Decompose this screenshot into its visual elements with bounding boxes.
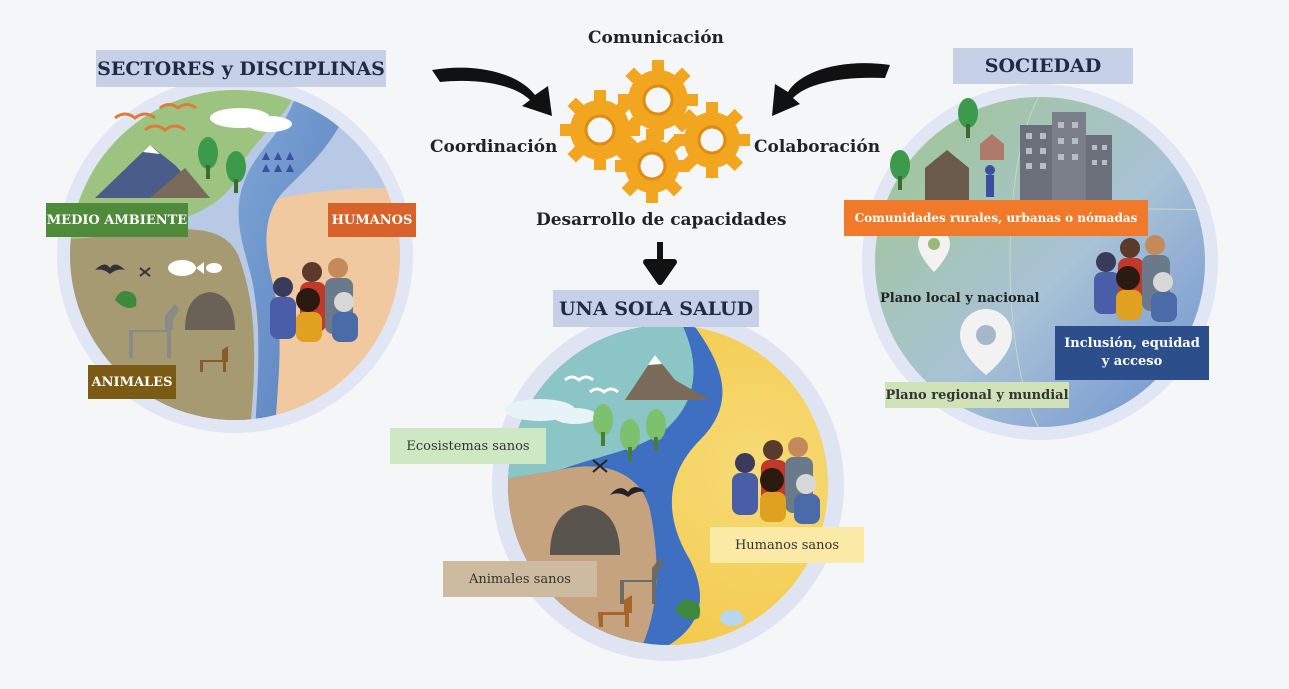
- location-pin-icon: [960, 309, 1012, 375]
- bird-icon: [564, 375, 594, 382]
- tree-icon: [198, 137, 246, 193]
- local-plane-label: Plano local y nacional: [880, 291, 1040, 306]
- coordination-label: Coordinación: [430, 137, 558, 157]
- humans-label: HUMANOS: [328, 203, 416, 237]
- dog-icon: [200, 346, 228, 372]
- society-title: SOCIEDAD: [953, 48, 1133, 84]
- people-icon: [270, 258, 358, 342]
- plant-icon: [262, 152, 294, 172]
- dog-icon: [598, 595, 632, 627]
- regional-plane-label: Plano regional y mundial: [885, 382, 1069, 408]
- healthy-ecosystems-label: Ecosistemas sanos: [390, 428, 546, 464]
- gears-icon: [560, 60, 750, 203]
- healthy-humans-label: Humanos sanos: [710, 527, 864, 563]
- left-circle: [57, 77, 413, 433]
- arrow-down-icon: [643, 242, 677, 285]
- tree-icon: [958, 98, 978, 128]
- communities-label: Comunidades rurales, urbanas o nómadas: [844, 200, 1148, 236]
- one-health-title: UNA SOLA SALUD: [553, 290, 759, 327]
- capacity-label: Desarrollo de capacidades: [536, 210, 787, 230]
- collaboration-label: Colaboración: [754, 137, 881, 157]
- chicken-icon: [675, 599, 701, 620]
- fish-icon: [168, 260, 196, 276]
- people-icon: [732, 437, 820, 524]
- healthy-animals-label: Animales sanos: [443, 561, 597, 597]
- tree-icon: [593, 404, 666, 461]
- gorilla-icon: [550, 505, 620, 555]
- inclusion-label: Inclusión, equidad y acceso: [1055, 326, 1209, 380]
- arrow-right-icon: [772, 63, 890, 116]
- location-pin-icon: [918, 228, 950, 272]
- mountain-icon: [625, 355, 710, 400]
- bird-icon: [114, 112, 156, 120]
- communication-label: Comunicación: [588, 28, 724, 48]
- sectors-title: SECTORES y DISCIPLINAS: [96, 50, 386, 87]
- house-icon: [925, 150, 969, 200]
- arrow-left-icon: [432, 67, 552, 116]
- mosquito-icon: [592, 459, 608, 473]
- fish-icon: [720, 610, 744, 626]
- gorilla-icon: [185, 292, 235, 330]
- bat-icon: [95, 264, 125, 274]
- people-icon: [1094, 235, 1177, 322]
- animals-label: ANIMALES: [88, 365, 176, 399]
- bat-icon: [610, 487, 646, 497]
- environment-label: MEDIO AMBIENTE: [46, 203, 188, 237]
- building-icon: [1020, 112, 1112, 200]
- goat-icon: [125, 304, 179, 358]
- chicken-icon: [115, 291, 137, 308]
- goat-icon: [620, 558, 664, 604]
- center-circle: [492, 309, 844, 661]
